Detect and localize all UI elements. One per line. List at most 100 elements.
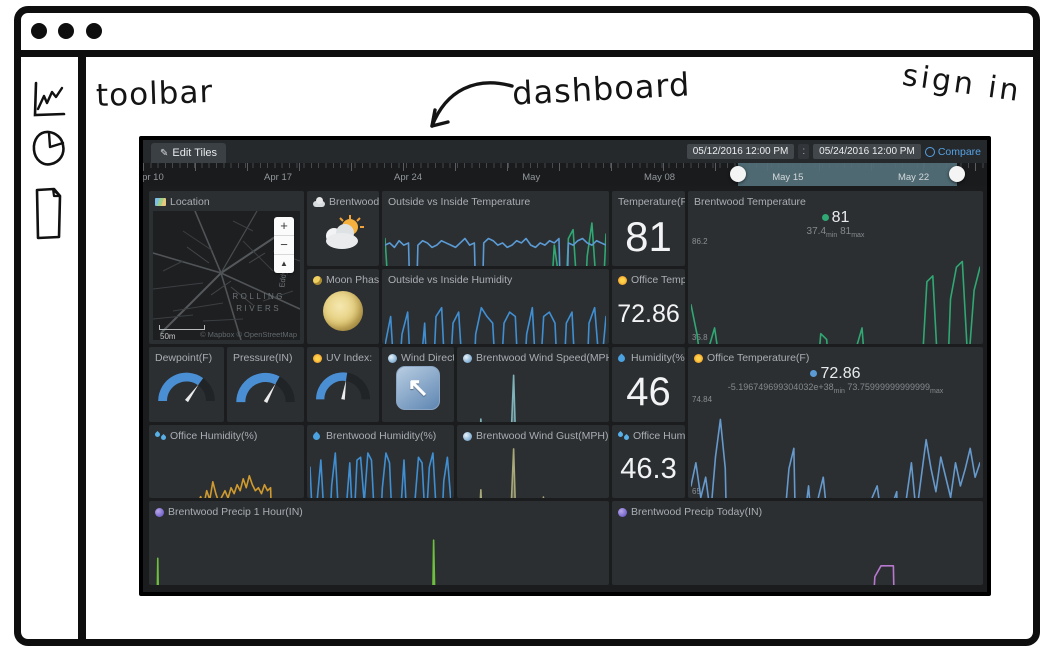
sun-icon bbox=[618, 275, 627, 285]
timeline-label: May 22 bbox=[897, 172, 930, 183]
timeline-selection[interactable] bbox=[738, 163, 958, 186]
timeline-label: Apr 10 bbox=[143, 172, 164, 183]
sweat-drops-icon bbox=[155, 432, 166, 441]
tile-title: Dewpoint(F) bbox=[155, 352, 213, 364]
tile-title: Temperature(F) bbox=[618, 196, 685, 208]
compare-icon bbox=[924, 146, 935, 157]
tile-pressure[interactable]: Pressure(IN) bbox=[227, 347, 304, 422]
line-chart bbox=[615, 522, 980, 585]
pie-chart-icon[interactable] bbox=[29, 128, 69, 172]
tile-title: Wind Direct... bbox=[401, 352, 454, 364]
tile-office-humidity-chart[interactable]: Office Humidity(%) bbox=[149, 425, 304, 498]
tile-wind-speed[interactable]: Brentwood Wind Speed(MPH) bbox=[457, 347, 609, 422]
annotation-toolbar: toolbar bbox=[95, 73, 214, 115]
sidebar-divider bbox=[78, 57, 86, 639]
line-chart bbox=[691, 247, 980, 344]
browser-topbar bbox=[21, 13, 1033, 57]
wind-direction-arrow: ↖ bbox=[396, 365, 440, 410]
tile-title: Brentwood Wind Gust(MPH) bbox=[476, 430, 609, 442]
zoom-in-button[interactable]: + bbox=[274, 217, 294, 236]
gauge-chart bbox=[236, 372, 295, 403]
y-axis-max: 74.84 bbox=[692, 395, 713, 404]
timeline-handle-right[interactable] bbox=[949, 166, 966, 182]
zoom-out-button[interactable]: − bbox=[274, 236, 294, 255]
map-scale-label: 50m bbox=[160, 332, 176, 340]
tile-title: Brentwood Humidity(%) bbox=[326, 430, 437, 442]
timeline-ticks bbox=[143, 163, 987, 171]
edit-tiles-button[interactable]: ✎Edit Tiles bbox=[151, 143, 227, 163]
tile-office-temperature-chart[interactable]: Office Temperature(F) 72.86 -5.196749699… bbox=[688, 347, 983, 498]
line-chart bbox=[310, 446, 451, 498]
tile-title: Outside vs Inside Temperature bbox=[388, 196, 531, 208]
compass-button[interactable]: ▲ bbox=[280, 259, 288, 268]
timeline-label: May 08 bbox=[643, 172, 676, 183]
edit-tiles-label: Edit Tiles bbox=[172, 147, 218, 159]
tile-dewpoint[interactable]: Dewpoint(F) bbox=[149, 347, 224, 422]
tile-wind-direction[interactable]: Wind Direct... ↖ bbox=[382, 347, 454, 422]
compare-label: Compare bbox=[937, 145, 981, 158]
tile-outside-vs-inside-temperature[interactable]: Outside vs Inside Temperature bbox=[382, 191, 609, 266]
y-axis-min: 65 bbox=[692, 487, 701, 496]
map-scale-bar bbox=[159, 325, 205, 330]
tile-office-temp-value[interactable]: Office Temp... 72.86 bbox=[612, 269, 685, 344]
wind-icon bbox=[463, 353, 472, 363]
tile-humidity-value[interactable]: Humidity(%) 46 bbox=[612, 347, 685, 422]
tile-brentwood-weather[interactable]: Brentwood ... bbox=[307, 191, 379, 266]
tile-title: Location bbox=[170, 196, 210, 208]
humidity-value: 46 bbox=[626, 370, 671, 414]
office-humidity-value: 46.3 bbox=[620, 453, 677, 485]
line-chart bbox=[385, 212, 606, 266]
document-icon[interactable] bbox=[32, 185, 68, 245]
tile-title: Office Temperature(F) bbox=[707, 352, 810, 364]
tile-title: Office Temp... bbox=[631, 274, 685, 286]
tile-title: Pressure(IN) bbox=[233, 352, 293, 364]
droplet-icon bbox=[311, 431, 322, 441]
tile-precip-1-hour[interactable]: Brentwood Precip 1 Hour(IN) bbox=[149, 501, 609, 585]
start-date-input[interactable]: 05/12/2016 12:00 PM bbox=[686, 144, 795, 159]
end-date-input[interactable]: 05/24/2016 12:00 PM bbox=[813, 144, 921, 159]
date-separator: : bbox=[798, 144, 810, 159]
tile-title: Brentwood Temperature bbox=[694, 196, 806, 208]
legend-dot bbox=[821, 214, 829, 222]
sun-icon bbox=[313, 353, 322, 363]
droplet-icon bbox=[616, 353, 627, 363]
office-temp-value: 72.86 bbox=[617, 300, 680, 328]
timeline-label: Apr 24 bbox=[394, 172, 423, 183]
temperature-value: 81 bbox=[625, 212, 672, 260]
tile-title: Office Humi... bbox=[633, 430, 685, 442]
tile-outside-vs-inside-humidity[interactable]: Outside vs Inside Humidity bbox=[382, 269, 609, 344]
tile-wind-gust[interactable]: Brentwood Wind Gust(MPH) bbox=[457, 425, 609, 498]
timeline-handle-left[interactable] bbox=[730, 166, 747, 182]
timeline-label: May 15 bbox=[772, 172, 804, 183]
chart-legend: 81 37.4min 81max bbox=[806, 209, 865, 239]
compare-button[interactable]: Compare bbox=[924, 145, 981, 158]
tile-temperature-value[interactable]: Temperature(F) 81 bbox=[612, 191, 685, 266]
line-chart bbox=[385, 290, 606, 344]
tile-title: Office Humidity(%) bbox=[170, 430, 258, 442]
window-dot-3 bbox=[86, 23, 102, 39]
area-chart bbox=[460, 446, 606, 498]
precip-icon bbox=[618, 507, 627, 517]
tile-title: UV Index: bbox=[326, 352, 373, 364]
moon-image bbox=[323, 291, 363, 331]
sun-cloud-icon bbox=[326, 214, 364, 249]
map-icon bbox=[155, 198, 166, 206]
line-chart-icon[interactable] bbox=[30, 79, 70, 121]
dashboard: ✎Edit Tiles 05/12/2016 12:00 PM : 05/24/… bbox=[139, 136, 991, 596]
tile-title: Brentwood Precip Today(IN) bbox=[631, 506, 763, 518]
tile-precip-today[interactable]: Brentwood Precip Today(IN) bbox=[612, 501, 983, 585]
tile-moon-phase[interactable]: Moon Phase bbox=[307, 269, 379, 344]
gauge-chart bbox=[158, 372, 215, 403]
area-chart bbox=[460, 368, 606, 422]
tile-brentwood-humidity[interactable]: Brentwood Humidity(%) bbox=[307, 425, 454, 498]
precip-icon bbox=[155, 507, 164, 517]
tile-brentwood-temperature[interactable]: Brentwood Temperature 81 37.4min 81max 8… bbox=[688, 191, 983, 344]
tile-uv-index[interactable]: UV Index: bbox=[307, 347, 379, 422]
tile-office-humidity-value[interactable]: Office Humi... 46.3 bbox=[612, 425, 685, 498]
tile-title: Brentwood ... bbox=[329, 196, 379, 208]
legend-dot bbox=[810, 370, 818, 378]
